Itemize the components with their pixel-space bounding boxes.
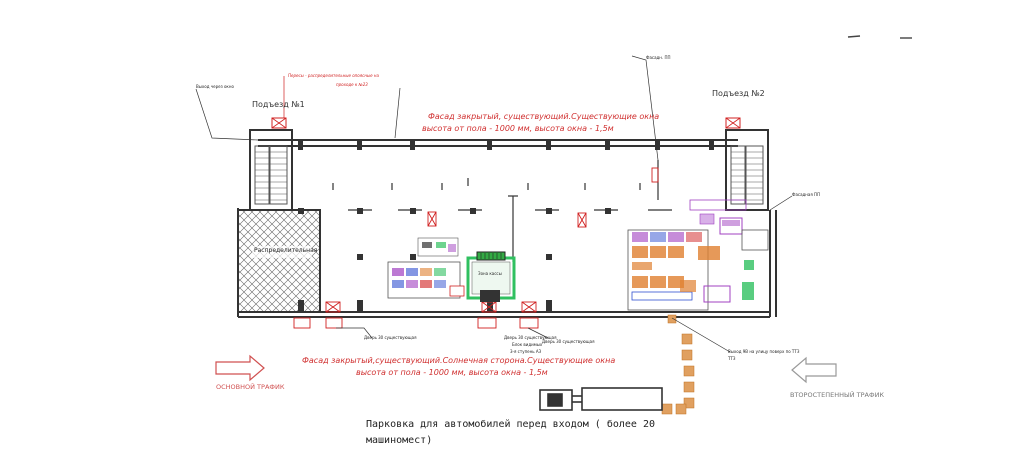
- exterior-blocks: [661, 314, 695, 415]
- note-red-1: Пересы - распределительные опоясные на: [288, 73, 379, 78]
- door-note-left: Дверь 30 существующая: [364, 335, 417, 340]
- main-traffic-arrow: [215, 354, 265, 382]
- door-note-mid: Дверь 30 существующая: [542, 339, 595, 344]
- central-kiosk: [466, 251, 516, 302]
- door-note-c: 3-я ступень АЗ: [510, 349, 542, 354]
- stair-core-left: [249, 117, 293, 211]
- door-note-right-1: Выход 9В на улицу поверх по ТТЗ: [728, 349, 800, 354]
- facade-top-line1: Фасад закрытый, существующий.Существующи…: [428, 112, 660, 121]
- door-note-right-2: ТТЗ: [728, 356, 736, 361]
- scan-marks: [847, 35, 912, 39]
- kiosk-label: Зона кассы: [478, 271, 502, 276]
- note-red-2: проходе к №23: [336, 82, 368, 87]
- parking-line1: Парковка для автомобилей перед входом ( …: [366, 419, 655, 430]
- truck-icon: [539, 387, 663, 411]
- interior-ticks: [332, 160, 672, 262]
- facade-bottom-line2: высота от пола - 1000 мм, высота окна - …: [356, 368, 548, 377]
- desk-cluster: [387, 237, 465, 299]
- stair-core-right: [725, 117, 769, 211]
- note-right: Фасадная ПП: [792, 192, 821, 197]
- right-shop-area: [627, 199, 769, 311]
- hatched-room-label: Распределительная: [254, 247, 318, 254]
- hatched-room: [237, 209, 321, 313]
- facade-top-line2: высота от пола - 1000 мм, высота окна - …: [422, 124, 614, 133]
- facade-bottom-line1: Фасад закрытый,существующий.Солнечная ст…: [302, 356, 616, 365]
- parking-line2: машиномест): [366, 435, 433, 446]
- main-traffic-label: ОСНОВНОЙ ТРАФИК: [216, 383, 285, 391]
- secondary-traffic-label: ВТОРОСТЕПЕННЫЙ ТРАФИК: [790, 391, 885, 399]
- door-note-b: Блок видимых: [512, 342, 543, 347]
- note-window-exit: Выход через окно: [196, 84, 234, 89]
- secondary-traffic-arrow: [791, 356, 837, 384]
- entrance-1-label: Подъезд №1: [252, 100, 305, 109]
- entrance-2-label: Подъезд №2: [712, 89, 765, 98]
- note-top-right: Фасадн. ПП: [646, 55, 671, 60]
- door-note-a: Дверь 30 существующая: [504, 335, 557, 340]
- red-x-markers: [293, 167, 659, 329]
- leader-lines: [195, 55, 793, 353]
